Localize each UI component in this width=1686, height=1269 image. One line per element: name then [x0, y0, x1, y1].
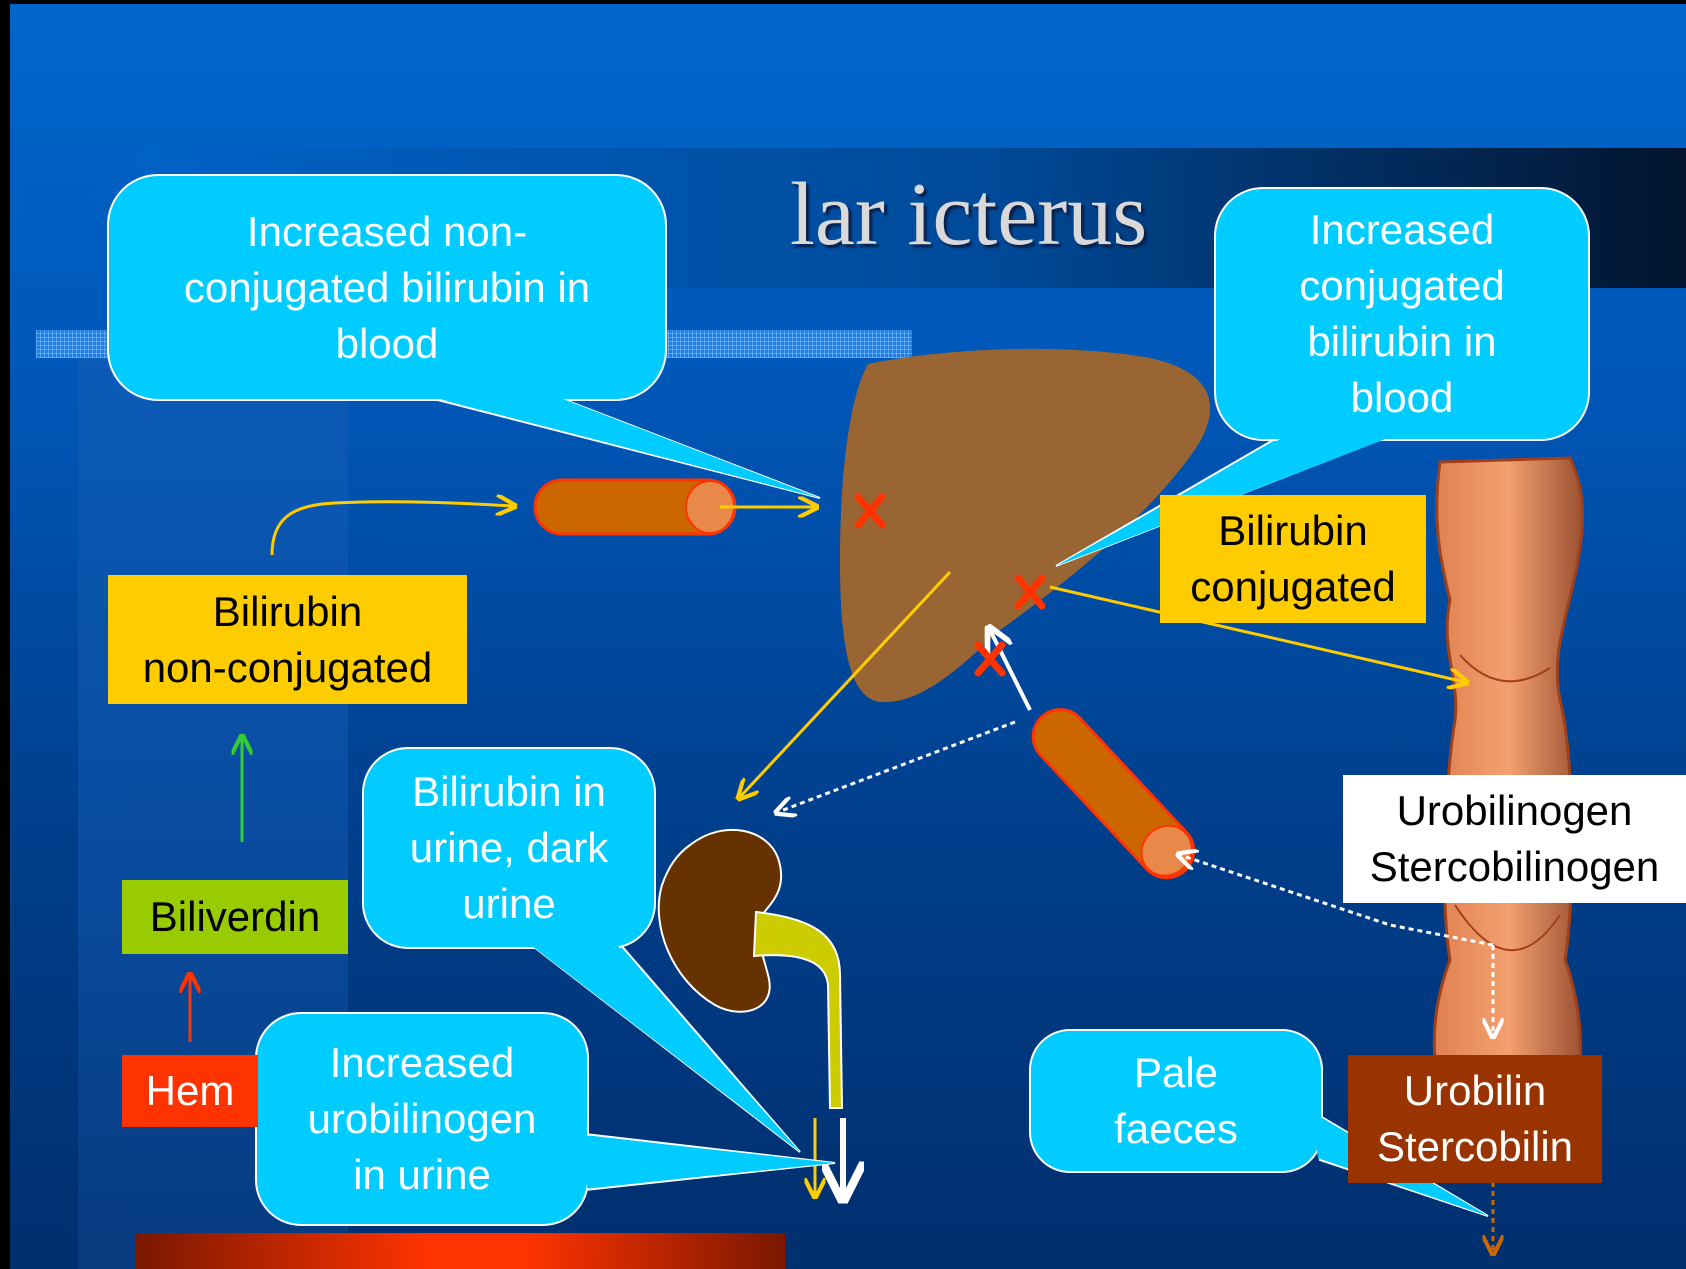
callout-conj-blood: Increased conjugated bilirubin in blood	[1215, 188, 1589, 440]
box-biliverdin-label: Biliverdin	[150, 889, 320, 945]
callout-nonconj-blood-line3: blood	[336, 316, 439, 372]
callout-conj-blood-line1: Increased	[1310, 202, 1494, 258]
box-bilirubin-nonconjugated: Bilirubin non-conjugated	[108, 575, 467, 704]
ureter-shape	[754, 912, 842, 1108]
arrow-bilirubin-to-vessel	[272, 502, 513, 555]
callout-urobilinogen-urine-line3: in urine	[353, 1147, 491, 1203]
box-hem: Hem	[122, 1055, 258, 1127]
callout-urobilinogen-urine: Increased urobilinogen in urine	[256, 1013, 588, 1225]
callout-urobilinogen-urine-line1: Increased	[330, 1035, 514, 1091]
callout-conj-blood-line4: blood	[1351, 370, 1454, 426]
box-bilirubin-conjugated-line2: conjugated	[1190, 559, 1396, 615]
callout-nonconj-blood-line2: conjugated bilirubin in	[184, 260, 590, 316]
arrow-liver-to-kidney-dotted	[778, 722, 1015, 812]
box-bilirubin-nonconjugated-line2: non-conjugated	[143, 640, 433, 696]
callout-pale-faeces-line2: faeces	[1114, 1101, 1238, 1157]
block-x-icon	[978, 645, 1002, 673]
box-bilirubin-nonconjugated-line1: Bilirubin	[213, 584, 362, 640]
box-urobilin-line1: Urobilin	[1404, 1063, 1546, 1119]
intestine-shape	[1434, 458, 1582, 1080]
box-hem-label: Hem	[146, 1063, 235, 1119]
box-biliverdin: Biliverdin	[122, 880, 348, 954]
callout-pale-faeces: Pale faeces	[1030, 1030, 1322, 1172]
blood-vessel-top	[535, 480, 735, 534]
blood-vessel-diagonal	[1022, 698, 1205, 888]
box-urobilinogen-line2: Stercobilinogen	[1370, 839, 1660, 895]
box-urobilinogen: Urobilinogen Stercobilinogen	[1343, 775, 1686, 903]
box-bilirubin-conjugated: Bilirubin conjugated	[1160, 495, 1426, 623]
box-urobilin-line2: Stercobilin	[1377, 1119, 1573, 1175]
box-urobilinogen-line1: Urobilinogen	[1397, 783, 1633, 839]
callout-nonconj-blood-line1: Increased non-	[247, 204, 527, 260]
box-bilirubin-conjugated-line1: Bilirubin	[1218, 503, 1367, 559]
callout-urine-dark-line1: Bilirubin in	[412, 764, 606, 820]
callout-nonconj-blood: Increased non- conjugated bilirubin in b…	[108, 175, 666, 400]
box-urobilin: Urobilin Stercobilin	[1348, 1055, 1602, 1183]
callout-urine-dark: Bilirubin in urine, dark urine	[363, 748, 655, 948]
callout-urine-dark-line2: urine, dark	[410, 820, 608, 876]
callout-pale-faeces-line1: Pale	[1134, 1045, 1218, 1101]
callout-conj-blood-line3: bilirubin in	[1307, 314, 1496, 370]
callout-urine-dark-line3: urine	[462, 876, 555, 932]
callout-conj-blood-line2: conjugated	[1299, 258, 1505, 314]
callout-urobilinogen-urine-line2: urobilinogen	[308, 1091, 537, 1147]
